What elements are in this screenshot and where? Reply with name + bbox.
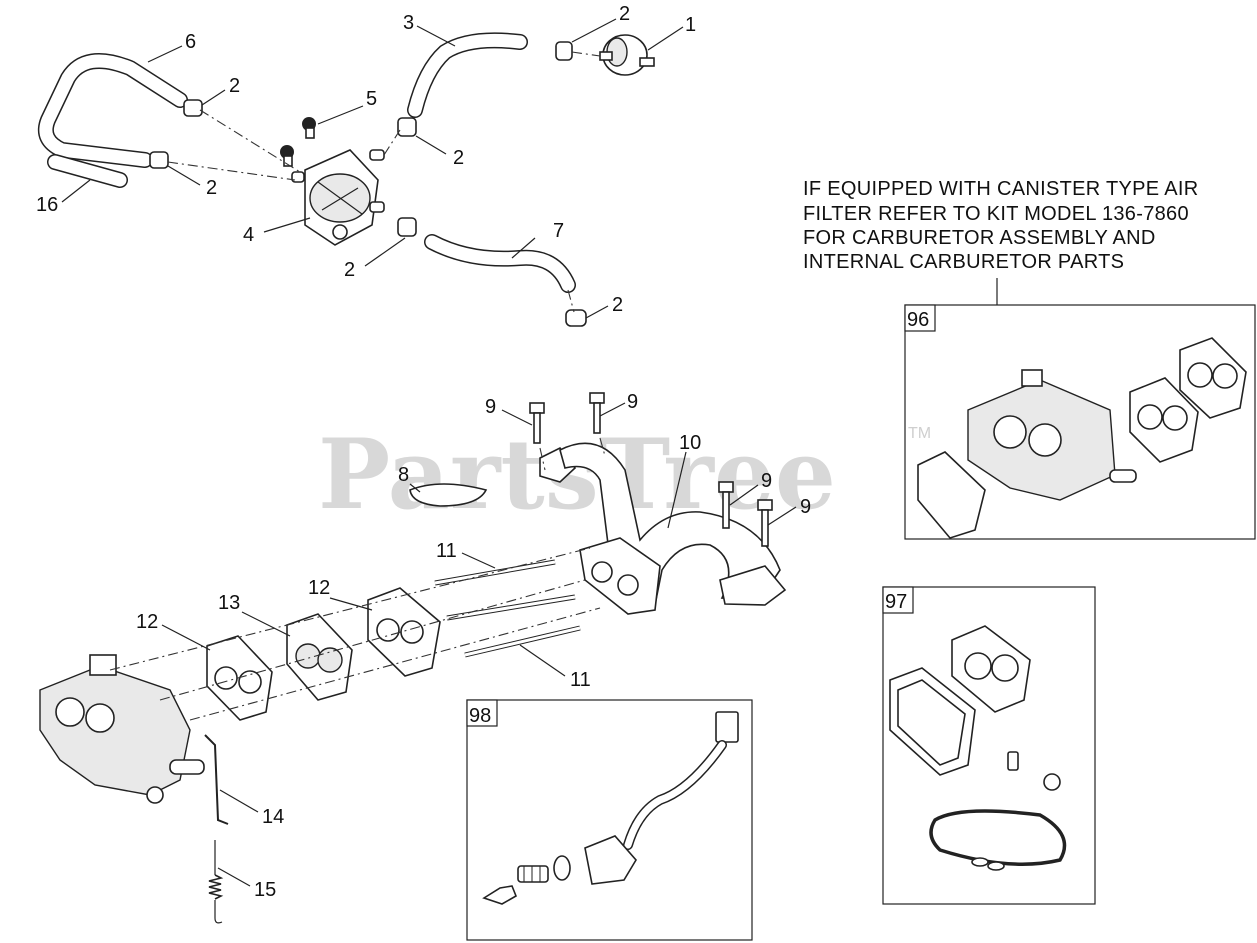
part-9-bolt-d[interactable] [757,499,773,547]
part-12-gasket-a[interactable] [367,587,441,677]
kit-note: IF EQUIPPED WITH CANISTER TYPE AIR FILTE… [803,178,1198,273]
note-line-2: FILTER REFER TO KIT MODEL 136-7860 [803,203,1189,225]
callout-10[interactable]: 10 [679,432,701,454]
kit-97-box[interactable]: 97 [882,586,1096,905]
callout-1[interactable]: 1 [685,14,696,36]
kit-98-box[interactable]: 98 [466,699,753,941]
callout-2-clamp-pump-bottom[interactable]: 2 [344,259,355,281]
kit-97-label: 97 [885,591,907,613]
callout-11-bottom[interactable]: 11 [570,669,591,691]
callout-9-bolt-b[interactable]: 9 [627,391,638,413]
callout-13[interactable]: 13 [218,592,240,614]
callout-7[interactable]: 7 [553,220,564,242]
part-2-clamp-a[interactable] [183,99,203,117]
part-2-clamp-b[interactable] [149,151,169,169]
part-3-fuel-hose[interactable] [407,32,528,118]
callout-2-clamp-hose-bottom[interactable]: 2 [206,177,217,199]
part-4-fuel-pump[interactable] [291,149,385,246]
watermark-trademark: TM [908,425,931,442]
kit-96-label: 96 [907,309,929,331]
part-6-fuel-hose[interactable] [37,53,188,168]
part-2-clamp-c[interactable] [555,41,573,61]
callout-2-clamp-hose-top[interactable]: 2 [229,75,240,97]
carburetor[interactable] [39,654,205,804]
part-15-spring[interactable] [208,840,224,924]
callout-2-clamp-pump-top[interactable]: 2 [453,147,464,169]
part-8-gasket[interactable] [409,483,488,507]
note-line-1: IF EQUIPPED WITH CANISTER TYPE AIR [803,178,1198,200]
callout-2-clamp-filter[interactable]: 2 [619,3,630,25]
part-2-clamp-e[interactable] [397,217,417,237]
note-line-4: INTERNAL CARBURETOR PARTS [803,251,1124,273]
callout-12-carburetor[interactable]: 12 [136,611,158,633]
part-5-screw[interactable] [280,117,316,167]
callout-15[interactable]: 15 [254,879,276,901]
callout-9-bolt-d[interactable]: 9 [800,496,811,518]
part-7-fuel-hose[interactable] [424,234,576,293]
callout-6[interactable]: 6 [185,31,196,53]
part-2-clamp-d[interactable] [397,117,417,137]
note-line-3: FOR CARBURETOR ASSEMBLY AND [803,227,1156,249]
callout-16[interactable]: 16 [36,194,58,216]
part-2-clamp-f[interactable] [565,309,587,327]
part-16-hose[interactable] [47,154,128,188]
kit-96-box[interactable]: 96 [904,304,1256,540]
callout-2-clamp-hose-end[interactable]: 2 [612,294,623,316]
watermark-text: PartsTree [318,418,836,531]
callout-14[interactable]: 14 [262,806,284,828]
callout-8[interactable]: 8 [398,464,409,486]
part-14-linkage[interactable] [204,734,229,825]
part-10-intake-manifold[interactable] [539,442,787,615]
part-9-bolt-b[interactable] [589,392,605,434]
part-9-bolt-c[interactable] [718,481,734,529]
part-11-stud[interactable] [434,559,581,658]
part-1-fuel-filter[interactable] [599,34,655,76]
kit-98-label: 98 [469,705,491,727]
callout-3[interactable]: 3 [403,12,414,34]
part-13-spacer[interactable] [286,613,353,701]
callout-12-manifold[interactable]: 12 [308,577,330,599]
callout-5[interactable]: 5 [366,88,377,110]
callout-11-top[interactable]: 11 [436,540,457,562]
callout-4[interactable]: 4 [243,224,254,246]
callout-9-bolt-a[interactable]: 9 [485,396,496,418]
callout-9-bolt-c[interactable]: 9 [761,470,772,492]
leader-lines [61,18,797,887]
part-9-bolt-a[interactable] [529,402,545,444]
